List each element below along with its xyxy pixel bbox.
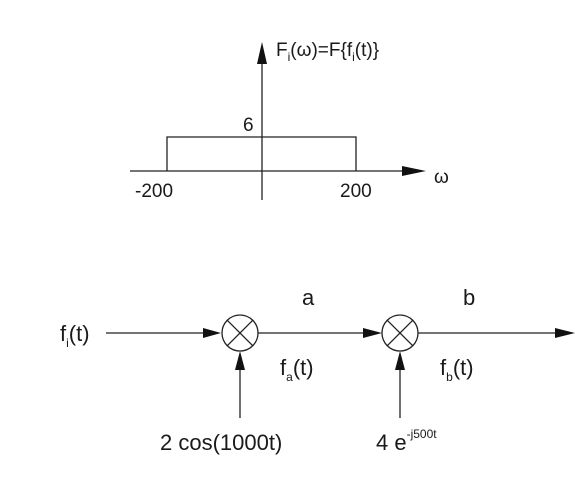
carrier-1-label: 2 cos(1000t): [160, 430, 282, 455]
point-b-label: b: [463, 285, 475, 310]
system-diagram: fi(t) 2 cos(1000t) a fa(t): [60, 285, 575, 455]
carrier-2-arrow: [395, 351, 405, 370]
output-arrow: [555, 328, 575, 338]
spectrum-left-limit-label: -200: [135, 181, 173, 202]
input-arrow: [203, 328, 221, 338]
spectrum-horizontal-axis-arrow: [402, 166, 426, 176]
spectrum-amplitude-label: 6: [243, 115, 254, 136]
multiplier-1-cross-b: [226, 319, 254, 347]
multiplier-1: [221, 314, 259, 352]
multiplier-2: [381, 314, 419, 352]
fb-label: fb(t): [440, 355, 474, 384]
input-signal-label: fi(t): [60, 321, 90, 350]
middle-arrow: [363, 328, 382, 338]
spectrum-right-limit-label: 200: [340, 181, 372, 202]
point-a-label: a: [302, 285, 315, 310]
spectrum-axis-label: Fi(ω)=F{fi(t)}: [276, 40, 379, 64]
multiplier-2-cross-b: [386, 319, 414, 347]
fa-label: fa(t): [280, 355, 314, 384]
carrier-2-label: 4 e-j500t: [376, 427, 437, 455]
carrier-1-arrow: [235, 351, 245, 370]
spectrum-omega-label: ω: [434, 167, 449, 188]
spectrum-rect: [166, 136, 357, 171]
spectrum-plot: Fi(ω)=F{fi(t)} 6 -200 200 ω: [130, 40, 449, 202]
spectrum-vertical-axis-arrow: [257, 42, 267, 64]
